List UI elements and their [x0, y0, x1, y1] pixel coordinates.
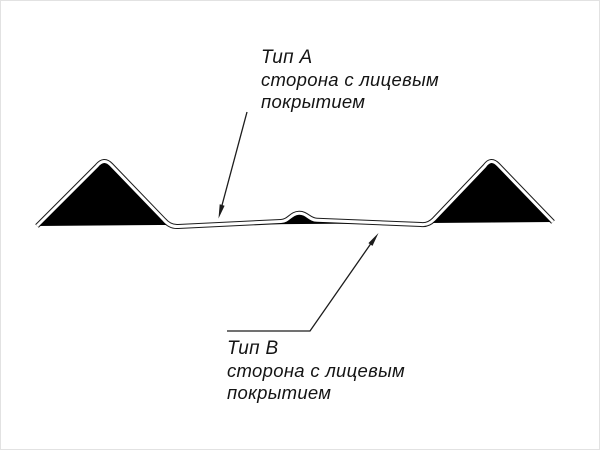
label-type-a-title: Тип А [261, 47, 312, 68]
leader-type-a-line [220, 111, 248, 210]
profile-core [35, 160, 555, 229]
label-type-a-line1: сторона с лицевым [261, 69, 439, 90]
leader-type-a [218, 111, 248, 219]
leader-type-b [227, 233, 379, 332]
leader-type-b-line [227, 241, 373, 332]
profile-section [35, 159, 555, 230]
label-type-b-line1: сторона с лицевым [227, 360, 405, 381]
leader-type-a-arrowhead [218, 204, 225, 219]
label-type-a: Тип А сторона с лицевым покрытием [261, 47, 439, 112]
label-type-b-title: Тип В [227, 338, 278, 359]
label-type-b-line2: покрытием [227, 382, 331, 403]
label-type-a-line2: покрытием [261, 91, 365, 112]
label-type-b: Тип В сторона с лицевым покрытием [227, 338, 405, 403]
leader-type-b-arrowhead [368, 233, 379, 246]
